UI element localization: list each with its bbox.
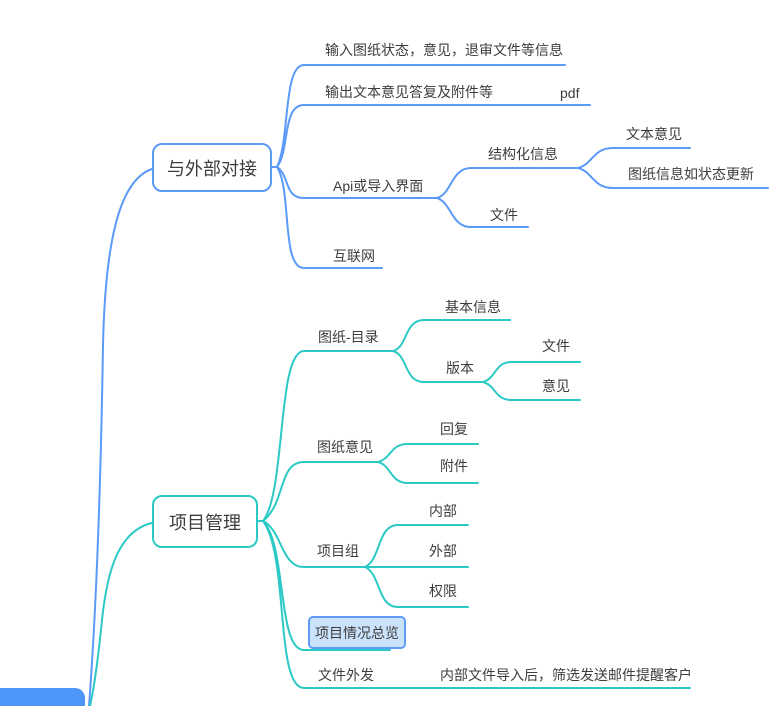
connector-root-to-project xyxy=(89,522,153,706)
topic-api-or-import[interactable]: Api或导入界面 xyxy=(333,178,424,194)
topic-file-blue[interactable]: 文件 xyxy=(490,207,518,223)
connector-version xyxy=(392,350,484,383)
topic-internal[interactable]: 内部 xyxy=(429,503,457,519)
connector-input-drawing-info xyxy=(276,64,566,168)
topic-drawing-catalog[interactable]: 图纸-目录 xyxy=(318,329,379,345)
connector-permission xyxy=(364,566,469,608)
connector-drawing-opinion xyxy=(262,461,379,522)
connector-project-group xyxy=(262,520,366,568)
connector-drawing-status-update xyxy=(577,167,769,189)
connector-api-or-import xyxy=(276,166,438,199)
connector-output-text-reply xyxy=(276,104,591,168)
topic-project-management[interactable]: 项目管理 xyxy=(152,495,258,548)
connector-version-file xyxy=(482,361,581,383)
topic-version-opinion[interactable]: 意见 xyxy=(542,378,570,394)
topic-internet[interactable]: 互联网 xyxy=(333,248,375,264)
topic-drawing-status-update[interactable]: 图纸信息如状态更新 xyxy=(628,166,754,182)
connector-version-opinion xyxy=(482,381,581,401)
connector-reply xyxy=(377,443,479,463)
topic-reply[interactable]: 回复 xyxy=(440,421,468,437)
topic-external-integration[interactable]: 与外部对接 xyxy=(152,143,272,192)
connector-basic-info xyxy=(392,319,511,352)
connector-drawing-catalog xyxy=(262,350,394,522)
topic-text-opinion[interactable]: 文本意见 xyxy=(626,126,682,142)
topic-outgoing-note[interactable]: 内部文件导入后，筛选发送邮件提醒客户 xyxy=(440,667,692,683)
topic-project-overview[interactable]: 项目情况总览 xyxy=(308,616,406,649)
connector-attachment xyxy=(377,461,479,484)
topic-file-outgoing[interactable]: 文件外发 xyxy=(318,667,374,683)
topic-attachment[interactable]: 附件 xyxy=(440,458,468,474)
connector-structured-info xyxy=(436,167,579,199)
topic-output-text-reply[interactable]: 输出文本意见答复及附件等 xyxy=(325,84,493,100)
topic-pdf[interactable]: pdf xyxy=(560,85,580,101)
root-node[interactable] xyxy=(0,688,85,706)
connector-text-opinion xyxy=(577,147,691,169)
topic-external-member[interactable]: 外部 xyxy=(429,543,457,559)
topic-permission[interactable]: 权限 xyxy=(429,583,457,599)
topic-input-drawing-info[interactable]: 输入图纸状态，意见，退审文件等信息 xyxy=(325,42,563,58)
topic-structured-info[interactable]: 结构化信息 xyxy=(488,146,558,162)
connector-internet xyxy=(276,166,383,269)
connector-file-blue xyxy=(436,197,529,228)
topic-drawing-opinion[interactable]: 图纸意见 xyxy=(317,439,373,455)
topic-version-file[interactable]: 文件 xyxy=(542,338,570,354)
connector-internal xyxy=(364,524,469,568)
topic-project-group[interactable]: 项目组 xyxy=(317,543,359,559)
topic-basic-info[interactable]: 基本信息 xyxy=(445,299,501,315)
connector-file-outgoing xyxy=(262,520,691,689)
connector-root-to-external xyxy=(88,168,153,706)
topic-version[interactable]: 版本 xyxy=(446,360,474,376)
